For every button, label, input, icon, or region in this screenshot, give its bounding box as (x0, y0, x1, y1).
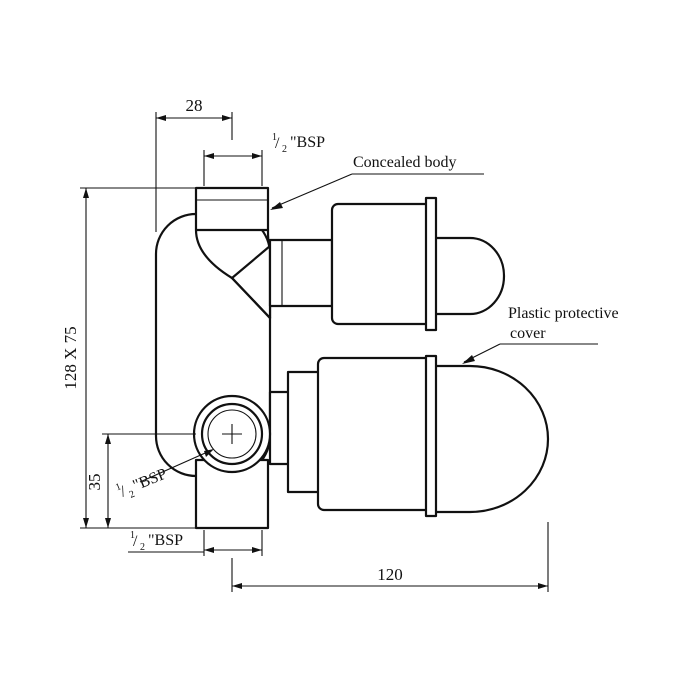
bsp-label-bottom: 1 / 2 "BSP (130, 530, 183, 553)
bsp-label-side: 1 / 2 "BSP (114, 466, 170, 501)
svg-text:"BSP: "BSP (148, 532, 183, 549)
svg-text:1: 1 (114, 481, 123, 493)
shoulder-line (230, 276, 272, 320)
side-inlet-port (192, 394, 272, 474)
upper-stem (268, 238, 334, 308)
dimension-lower-height: 35 (85, 433, 196, 528)
svg-text:/: / (118, 483, 129, 501)
label-plastic-cover-line2: cover (510, 325, 546, 342)
svg-text:2: 2 (140, 542, 145, 553)
dimension-bottom-bsp: 1 / 2 "BSP (128, 530, 263, 556)
dimension-lower-height-label: 35 (85, 474, 104, 491)
dimension-depth-label: 120 (377, 565, 403, 584)
dimension-height-label: 128 X 75 (61, 326, 80, 389)
upper-plate (424, 196, 438, 332)
svg-text:/: / (133, 533, 138, 550)
dimension-top-width: 28 (155, 96, 233, 232)
label-concealed-body: Concealed body (353, 154, 457, 171)
neck-left-curve (194, 228, 234, 280)
callout-plastic-cover: Plastic protective cover (462, 305, 619, 364)
upper-cylinder (330, 202, 434, 326)
svg-text:/: / (275, 135, 280, 152)
svg-text:1: 1 (130, 530, 135, 541)
bsp-label-top: 1 / 2 "BSP (272, 132, 325, 155)
svg-text:"BSP: "BSP (131, 466, 170, 495)
upper-knob (428, 236, 506, 316)
svg-text:"BSP: "BSP (290, 134, 325, 151)
dimension-depth: 120 (231, 522, 549, 592)
lower-plate (424, 354, 438, 518)
label-plastic-cover-line1: Plastic protective (508, 305, 619, 322)
svg-text:2: 2 (282, 144, 287, 155)
dimension-top-width-label: 28 (186, 96, 203, 115)
lower-cartridge (268, 354, 550, 518)
svg-text:2: 2 (128, 489, 137, 501)
plastic-cover-dome (428, 364, 550, 514)
lower-collar (286, 370, 322, 494)
concealed-body (154, 186, 272, 530)
inlet-inner-ring (207, 409, 257, 459)
top-port (194, 186, 270, 232)
lower-cylinder (316, 356, 434, 512)
dimension-top-bsp: 1 / 2 "BSP (203, 132, 325, 186)
upper-cartridge (268, 196, 506, 332)
dimension-height: 128 X 75 (61, 187, 196, 529)
callout-concealed-body: Concealed body (270, 154, 484, 210)
svg-text:1: 1 (272, 132, 277, 143)
